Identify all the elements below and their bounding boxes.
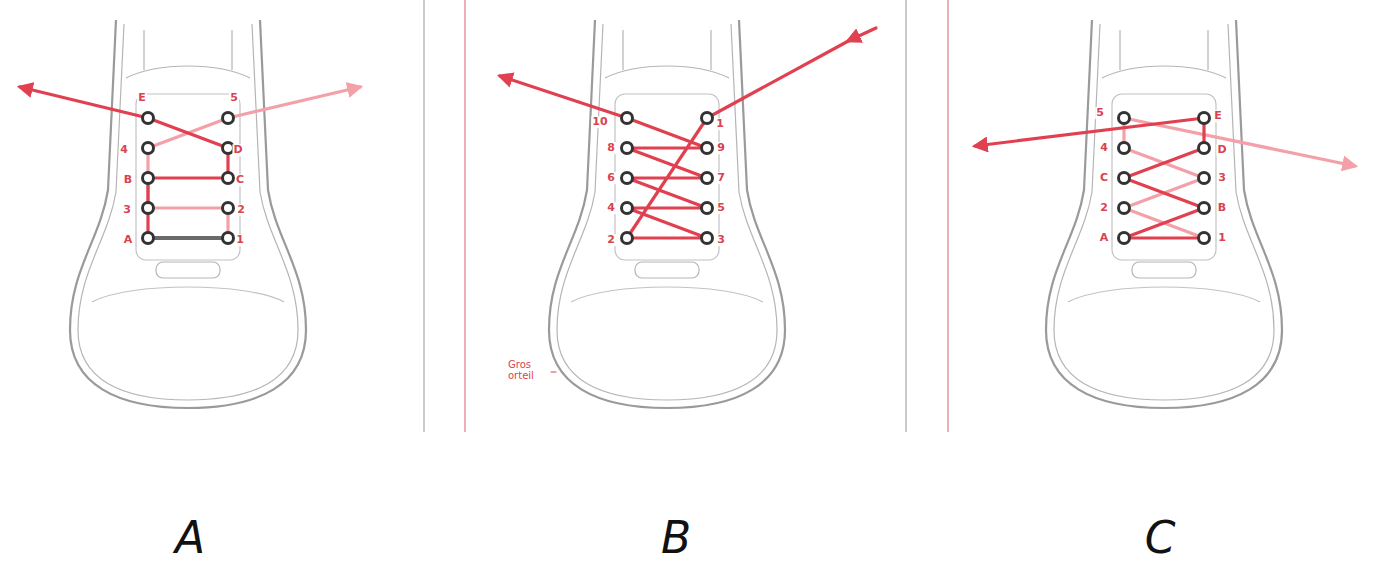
eyelet-label: 3 [716,234,726,246]
eyelet-label: 2 [1099,202,1109,214]
eyelet-label: 10 [591,116,608,128]
eyelet-label: A [1099,232,1110,244]
eyelet-label: 7 [716,172,726,184]
eyelet-label: 4 [1099,142,1109,154]
eyelet-label: C [235,174,245,186]
lace [20,87,360,238]
eyelet-label: 9 [716,142,726,154]
eyelet-label: 5 [1095,107,1105,119]
eyelet-label: 6 [606,172,616,184]
eyelet-label: 2 [236,204,246,216]
panel-label: B [661,515,691,561]
eyelet-label: 5 [229,92,239,104]
eyelet-label: 3 [1217,172,1227,184]
eyelet-label: 1 [1217,232,1227,244]
eyelet-label: A [123,234,134,246]
panel-divider [424,0,948,432]
eyelet-label: 1 [235,234,245,246]
lace [975,118,1355,238]
shoe-outline [70,20,306,408]
panel-label: A [175,515,205,561]
eyelet-label: E [137,92,147,104]
eyelets [143,113,234,244]
lace [500,28,876,372]
eyelet-label: E [1213,110,1223,122]
panel-label: C [1145,515,1176,561]
eyelet-label: 4 [606,202,616,214]
eyelet-label: 2 [606,234,616,246]
eyelet-label: 4 [119,144,129,156]
shoe-outline [1046,20,1282,408]
eyelet-label: B [123,174,133,186]
eyelet-label: 5 [716,202,726,214]
eyelet-label: B [1217,202,1227,214]
eyelets [1119,113,1210,244]
eyelet-label: C [1099,172,1109,184]
eyelet-label: 3 [122,204,132,216]
eyelet-label: D [232,144,243,156]
eyelet-label: D [1216,144,1227,156]
eyelet-label: 1 [715,118,725,130]
eyelet-label: 8 [606,142,616,154]
shoe-outline [549,20,785,408]
leader-label: Gros orteil [508,360,548,381]
eyelets [622,113,713,244]
